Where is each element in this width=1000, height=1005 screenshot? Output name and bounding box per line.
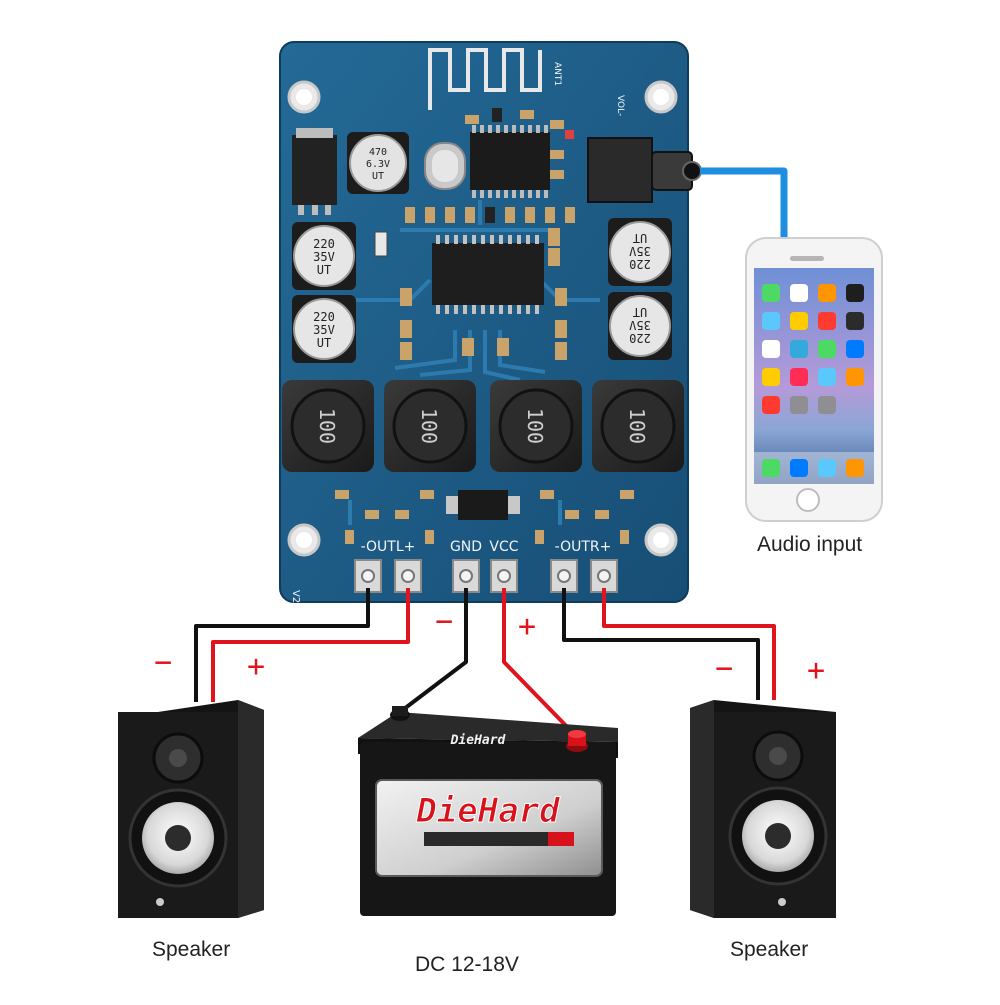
- battery-terminal-negative: [390, 706, 410, 721]
- antenna-label: ANT1: [552, 62, 562, 86]
- capacitor-label: 220: [313, 237, 335, 251]
- capacitor-small-label: UT: [372, 171, 384, 182]
- capacitor-label: 35V: [313, 323, 335, 337]
- capacitor-big-left-bottom: 220 35V UT: [292, 295, 356, 363]
- wire-right-positive: [602, 588, 776, 700]
- polarity-negative-right: −: [715, 651, 733, 686]
- wire-right-negative: [562, 588, 760, 700]
- inductor-label: 100: [315, 408, 339, 444]
- capacitor-label: UT: [317, 336, 331, 350]
- capacitor-label: UT: [633, 231, 647, 245]
- polarity-negative-left: −: [154, 645, 172, 680]
- terminal-out-right-positive: [590, 559, 618, 593]
- version-label: V2: [290, 590, 301, 603]
- capacitor-small-label: 6.3V: [366, 159, 390, 170]
- inductor: 100: [592, 380, 684, 472]
- speaker-left-caption: Speaker: [152, 938, 231, 961]
- battery-brand-top: DieHard: [450, 733, 507, 748]
- audio-jack: [587, 137, 702, 203]
- speaker-right: [690, 700, 836, 918]
- polarity-positive-right: +: [807, 653, 825, 688]
- inductor: 100: [384, 380, 476, 472]
- capacitor-small: 470 6.3V UT: [347, 132, 409, 194]
- battery-brand: DieHard: [415, 791, 561, 831]
- capacitor-label: UT: [633, 305, 647, 319]
- capacitor-big-left-top: 220 35V UT: [292, 222, 356, 290]
- inductor-label: 100: [523, 408, 547, 444]
- capacitor-label: 220: [629, 331, 651, 345]
- capacitor-label: 220: [629, 257, 651, 271]
- capacitor-big-right-top: 220 35V UT: [608, 218, 672, 286]
- volume-label: VOL-: [615, 95, 625, 116]
- battery-terminal-positive: [566, 730, 588, 752]
- terminal-vcc: [490, 559, 518, 593]
- wire-vcc: [502, 588, 577, 737]
- inductor-label: 100: [417, 408, 441, 444]
- voltage-regulator: [292, 128, 337, 215]
- logo-icon: [778, 898, 786, 906]
- pcb-traces: [340, 200, 600, 525]
- capacitor-big-right-bottom: 220 35V UT: [608, 292, 672, 360]
- smartphone: [745, 237, 883, 522]
- mounting-hole-icon: [644, 523, 678, 557]
- speaker-right-caption: Speaker: [730, 938, 809, 961]
- capacitor-label: 35V: [629, 244, 651, 258]
- crystal-oscillator: [424, 142, 466, 190]
- amplifier-chip: [432, 235, 544, 314]
- polarity-negative-gnd: −: [435, 604, 453, 639]
- diode: [446, 490, 520, 520]
- wire-left-positive: [211, 588, 410, 702]
- phone-caption: Audio input: [757, 533, 863, 556]
- polarity-positive-vcc: +: [518, 609, 536, 644]
- terminal-out-left-positive: [394, 559, 422, 593]
- wire-left-negative: [194, 588, 370, 702]
- out-right-label: -OUTR+: [555, 539, 612, 555]
- wire-gnd: [398, 588, 468, 714]
- gnd-label: GND: [450, 539, 482, 555]
- capacitor-small-label: 470: [369, 147, 387, 158]
- car-battery: DieHard DieHard: [358, 706, 618, 916]
- capacitor-label: 35V: [629, 318, 651, 332]
- antenna-trace: [428, 48, 542, 110]
- mounting-hole-icon: [287, 523, 321, 557]
- mounting-hole-icon: [287, 80, 321, 114]
- capacitor-label: UT: [317, 263, 331, 277]
- smd-components: [335, 108, 634, 544]
- capacitor-label: 35V: [313, 250, 335, 264]
- inductor: 100: [282, 380, 374, 472]
- logo-icon: [156, 898, 164, 906]
- out-left-label: -OUTL+: [361, 539, 416, 555]
- polarity-positive-left: +: [247, 649, 265, 684]
- amplifier-board: ANT1: [279, 41, 702, 603]
- speaker-left: [118, 700, 264, 918]
- inductor-label: 100: [625, 408, 649, 444]
- terminal-out-left-negative: [354, 559, 382, 593]
- mounting-hole-icon: [644, 80, 678, 114]
- app-icon-grid: [754, 284, 874, 484]
- terminal-gnd: [452, 559, 480, 593]
- capacitor-label: 220: [313, 310, 335, 324]
- vcc-label: VCC: [489, 539, 518, 555]
- audio-cable: [700, 167, 788, 250]
- wires: [194, 588, 776, 737]
- battery-caption: DC 12-18V: [415, 953, 519, 976]
- inductor: 100: [490, 380, 582, 472]
- terminal-out-right-negative: [550, 559, 578, 593]
- bluetooth-chip: [470, 125, 550, 198]
